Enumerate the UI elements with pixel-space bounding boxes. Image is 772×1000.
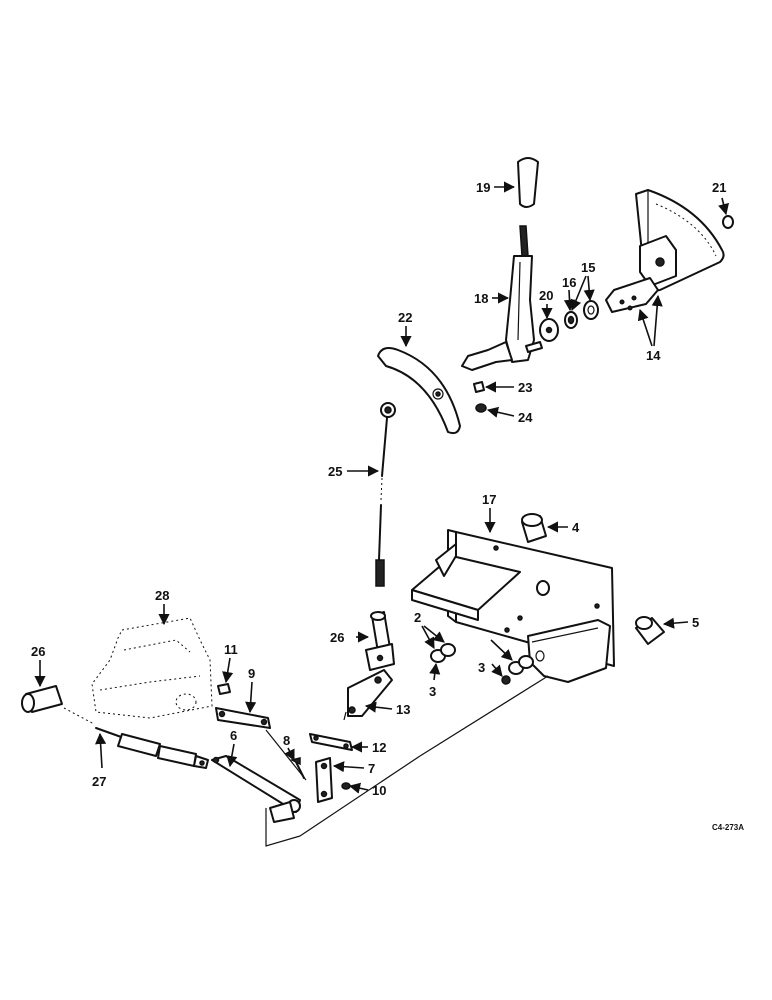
callout-3-a: 3 [429,684,436,699]
callout-12: 12 [372,740,386,755]
part-27-control-rod [95,727,209,769]
callout-26-lower: 26 [31,644,45,659]
assembly-guide-lines [265,675,549,847]
leader-arrows [34,181,729,794]
callout-22: 22 [398,310,412,325]
callout-17: 17 [482,492,496,507]
part-19-knob [517,157,539,208]
callout-13: 13 [396,702,410,717]
callout-23: 23 [518,380,532,395]
part-18-control-lever [461,225,543,371]
part-2-bushings [430,643,534,675]
callout-4: 4 [572,520,580,535]
part-14-quadrant-bracket [605,189,725,313]
callout-15: 15 [581,260,595,275]
callout-14: 14 [646,348,661,363]
part-23-pin [473,381,485,393]
callout-21: 21 [712,180,726,195]
callout-19: 19 [476,180,490,195]
part-15-bushing [583,300,599,320]
callout-10: 10 [372,783,386,798]
part-24-nut [475,403,487,413]
callout-27: 27 [92,774,106,789]
callout-3-b: 3 [478,660,485,675]
part-12-link [309,733,353,751]
part-7-lever [315,757,333,803]
part-9-link [215,707,271,729]
callout-6: 6 [230,728,237,743]
callout-labels: 19 18 20 16 15 14 21 22 23 24 25 17 4 5 … [31,180,726,798]
callout-18: 18 [474,291,488,306]
part-4-bushing [521,513,547,543]
callout-16: 16 [562,275,576,290]
callout-25: 25 [328,464,342,479]
callout-5: 5 [692,615,699,630]
callout-28: 28 [155,588,169,603]
callout-9: 9 [248,666,255,681]
part-22-guide-arc [377,347,461,435]
callout-7: 7 [368,761,375,776]
callout-24: 24 [518,410,533,425]
part-25-rod [375,402,396,587]
callout-11: 11 [224,642,238,657]
part-26-rod-end [21,685,95,725]
part-26-clevis [365,611,395,671]
part-10-bolt [341,782,351,790]
part-11-pin [217,683,231,695]
callout-8: 8 [283,733,290,748]
callout-2: 2 [414,610,421,625]
part-17-mounting-plate [411,529,615,683]
part-28-valve-body [91,617,213,719]
part-3-spacers [501,675,511,685]
part-6-lever [211,755,301,823]
diagram-code: C4-273A [712,823,744,832]
part-5-bushing [635,616,665,645]
callout-20: 20 [539,288,553,303]
part-13-bellcrank [343,669,393,721]
part-21-washer [722,215,734,229]
part-16-bushing [564,311,578,329]
part-20-washer [539,318,559,342]
callout-26-upper: 26 [330,630,344,645]
